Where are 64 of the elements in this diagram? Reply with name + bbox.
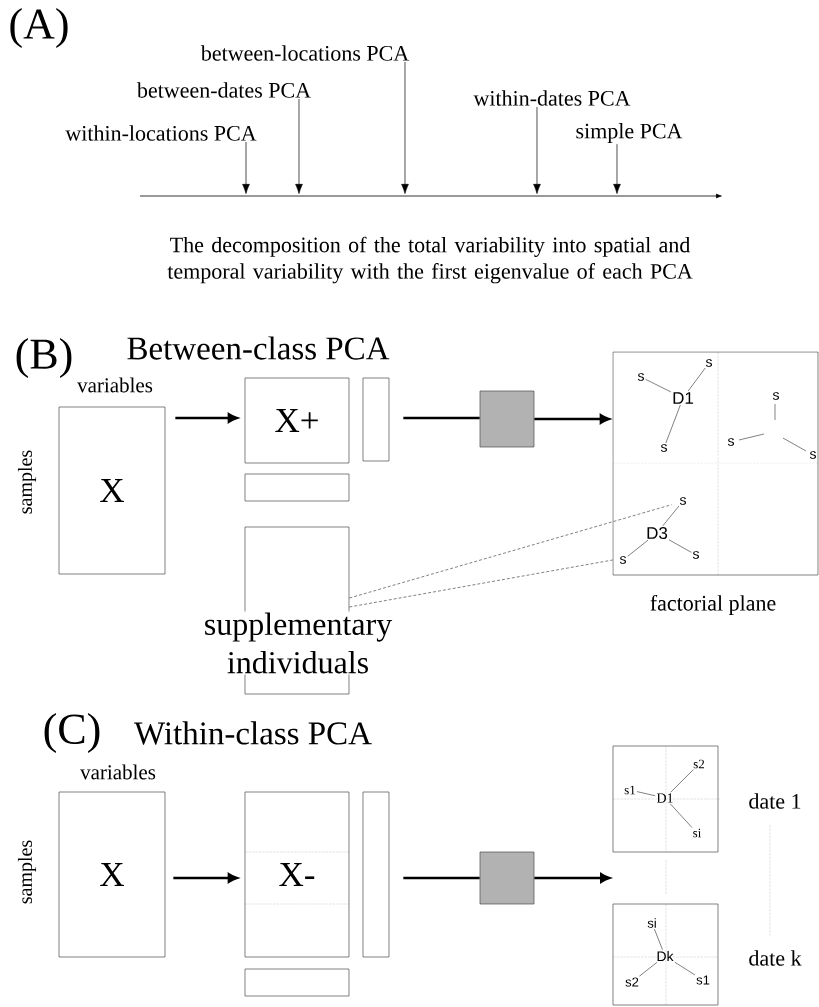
pca-label: between-dates PCA <box>136 82 311 98</box>
plot-caption: date k <box>749 950 802 966</box>
pca-label: between-locations PCA <box>200 45 410 61</box>
point-label: si <box>693 828 702 838</box>
row-label: samples <box>17 840 37 904</box>
column-label: variables <box>77 377 153 393</box>
centroid-label: Dk <box>657 950 674 962</box>
point-label: s <box>772 392 779 400</box>
panel-title: Between-class PCA <box>127 336 390 360</box>
arrow <box>534 414 610 424</box>
point-label: s <box>727 438 734 446</box>
point-label: s <box>809 451 816 459</box>
vector-box <box>362 791 390 958</box>
centroid-label: D1 <box>673 392 694 404</box>
arrow <box>295 98 303 194</box>
point-label: s <box>692 551 699 559</box>
leader-line <box>349 504 672 599</box>
point-label: s <box>679 497 686 505</box>
process-box <box>479 390 535 448</box>
centroid-label: D1 <box>656 793 673 803</box>
vector-box <box>244 473 350 502</box>
vector-box <box>244 968 350 997</box>
matrix-box: X <box>58 406 166 575</box>
point-label: s <box>619 556 626 564</box>
factorial-plane-frame <box>612 351 819 576</box>
panel-letter: (A) <box>10 8 68 48</box>
arrow <box>533 106 541 194</box>
vector-box <box>362 377 390 462</box>
arrow <box>175 413 238 423</box>
arrow <box>242 141 250 194</box>
matrix-box: supplementary individuals <box>192 526 404 695</box>
panel-letter: (B) <box>16 338 72 378</box>
row-label: samples <box>17 450 37 514</box>
matrix-box: X- <box>244 791 350 958</box>
matrix-box: X+ <box>244 377 350 464</box>
point-label: s <box>637 373 644 381</box>
pca-label: within-dates PCA <box>473 90 631 106</box>
connector-line <box>403 416 480 420</box>
column-label: variables <box>80 764 156 780</box>
plot-frame <box>612 903 719 1006</box>
point-label: s2 <box>625 977 639 987</box>
point-label: si <box>647 918 656 928</box>
pca-label: within-locations PCA <box>65 125 257 141</box>
panel-letter: (C) <box>44 713 100 753</box>
point-label: s <box>705 359 712 367</box>
matrix-box: X <box>58 791 166 958</box>
plot-caption: date 1 <box>749 793 801 809</box>
centroid-label: D3 <box>647 527 668 540</box>
arrow <box>534 873 611 883</box>
arrow <box>401 61 409 194</box>
pca-label: simple PCA <box>576 123 683 143</box>
connector-line <box>403 876 480 880</box>
point-label: s2 <box>693 759 705 769</box>
plot-caption: factorial plane <box>650 594 776 616</box>
point-label: s1 <box>624 785 635 795</box>
point-label: s <box>660 444 667 452</box>
leader-line <box>349 559 613 608</box>
process-box <box>479 851 535 905</box>
caption-text: The decomposition of the total variability into spatial and temporal variability with the first eigenvalue of each PCA <box>167 236 693 284</box>
panel-title: Within-class PCA <box>134 721 372 745</box>
point-label: s1 <box>696 975 710 985</box>
arrow <box>613 143 621 194</box>
arrow <box>173 873 238 883</box>
plot-frame <box>612 745 719 853</box>
